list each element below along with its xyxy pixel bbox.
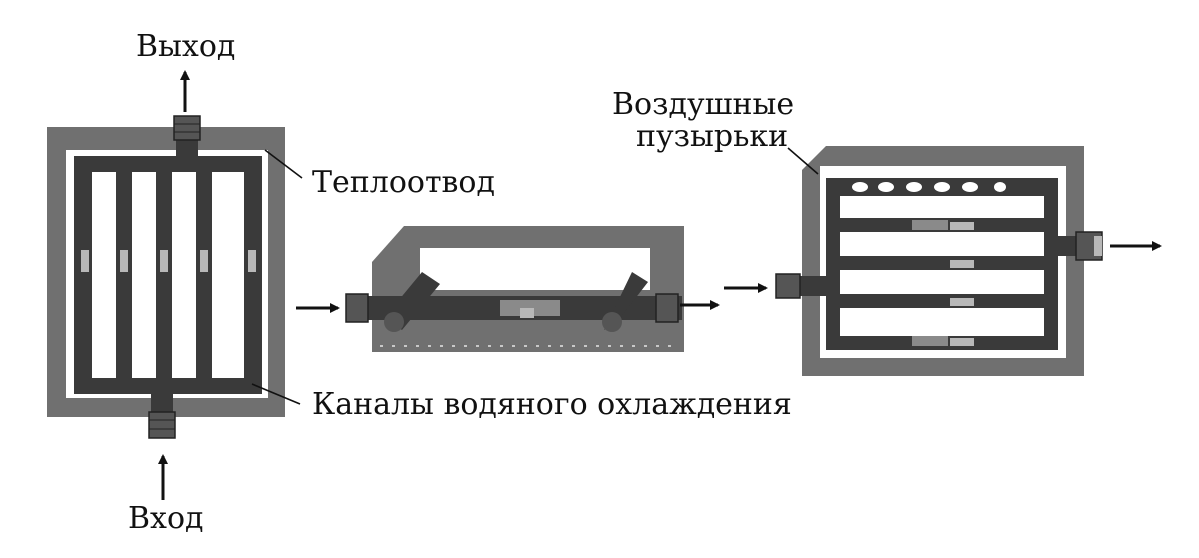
- left-outlet-fitting: [173, 115, 201, 141]
- channel-highlight: [912, 336, 948, 346]
- left-inlet-pipe: [151, 392, 173, 414]
- bubbles-label-line1: Воздушные: [612, 87, 794, 122]
- bubbles-leader: [787, 147, 819, 175]
- left-bottom-manifold: [74, 378, 262, 394]
- bubble-icon: [878, 182, 894, 192]
- left-side-channel-left: [74, 156, 92, 394]
- middle-joint: [384, 312, 404, 332]
- right-slot: [840, 310, 1044, 334]
- left-module: [47, 115, 285, 439]
- right-slot: [840, 198, 1044, 216]
- channels-label: Каналы водяного охлаждения: [312, 387, 792, 422]
- bubbles-label-line2: пузырьки: [636, 119, 788, 154]
- bubble-icon: [962, 182, 978, 192]
- channel-highlight: [81, 250, 89, 272]
- bubble-icon: [994, 182, 1006, 192]
- left-outlet-pipe: [176, 138, 198, 158]
- left-side-channel-right: [244, 156, 262, 394]
- right-inlet-pipe: [798, 276, 826, 296]
- right-channel-bar: [840, 294, 1044, 308]
- channel-bar: [156, 172, 172, 378]
- outlet-label: Выход: [136, 29, 235, 64]
- channel-highlight: [950, 298, 974, 306]
- left-slot: [174, 176, 194, 374]
- right-outlet-fitting-cap: [1094, 236, 1102, 256]
- right-channel-bar: [840, 256, 1044, 270]
- right-inlet-fitting: [775, 273, 801, 299]
- right-right-manifold: [1044, 178, 1058, 350]
- channels-leader: [251, 383, 301, 405]
- channel-bar: [196, 172, 212, 378]
- heatsink-label: Теплоотвод: [312, 165, 495, 200]
- left-inlet-fitting: [148, 411, 176, 439]
- middle-left-fitting: [345, 293, 369, 323]
- right-module: [775, 146, 1103, 376]
- channel-highlight: [160, 250, 168, 272]
- middle-module: [345, 226, 684, 352]
- bubble-icon: [852, 182, 868, 192]
- right-slot: [840, 272, 1044, 292]
- channel-highlight: [912, 220, 948, 230]
- left-vertical-channels: [81, 172, 256, 378]
- middle-pipe-highlight: [520, 308, 534, 318]
- right-slot: [840, 234, 1044, 254]
- channel-highlight: [950, 222, 974, 230]
- middle-joint: [602, 312, 622, 332]
- right-left-manifold: [826, 178, 840, 350]
- inlet-label: Вход: [128, 501, 204, 536]
- channel-highlight: [200, 250, 208, 272]
- air-bubbles: [852, 182, 1006, 192]
- middle-right-fitting: [655, 293, 679, 323]
- bubble-icon: [934, 182, 950, 192]
- channel-highlight: [248, 250, 256, 272]
- left-slot: [134, 176, 154, 374]
- channel-highlight: [950, 338, 974, 346]
- heatsink-leader: [264, 149, 303, 179]
- left-slot: [214, 176, 242, 374]
- left-slot: [94, 176, 114, 374]
- channel-highlight: [950, 260, 974, 268]
- middle-slot: [420, 248, 650, 290]
- channel-bar: [116, 172, 132, 378]
- left-top-manifold: [74, 156, 262, 172]
- bubble-icon: [906, 182, 922, 192]
- channel-highlight: [120, 250, 128, 272]
